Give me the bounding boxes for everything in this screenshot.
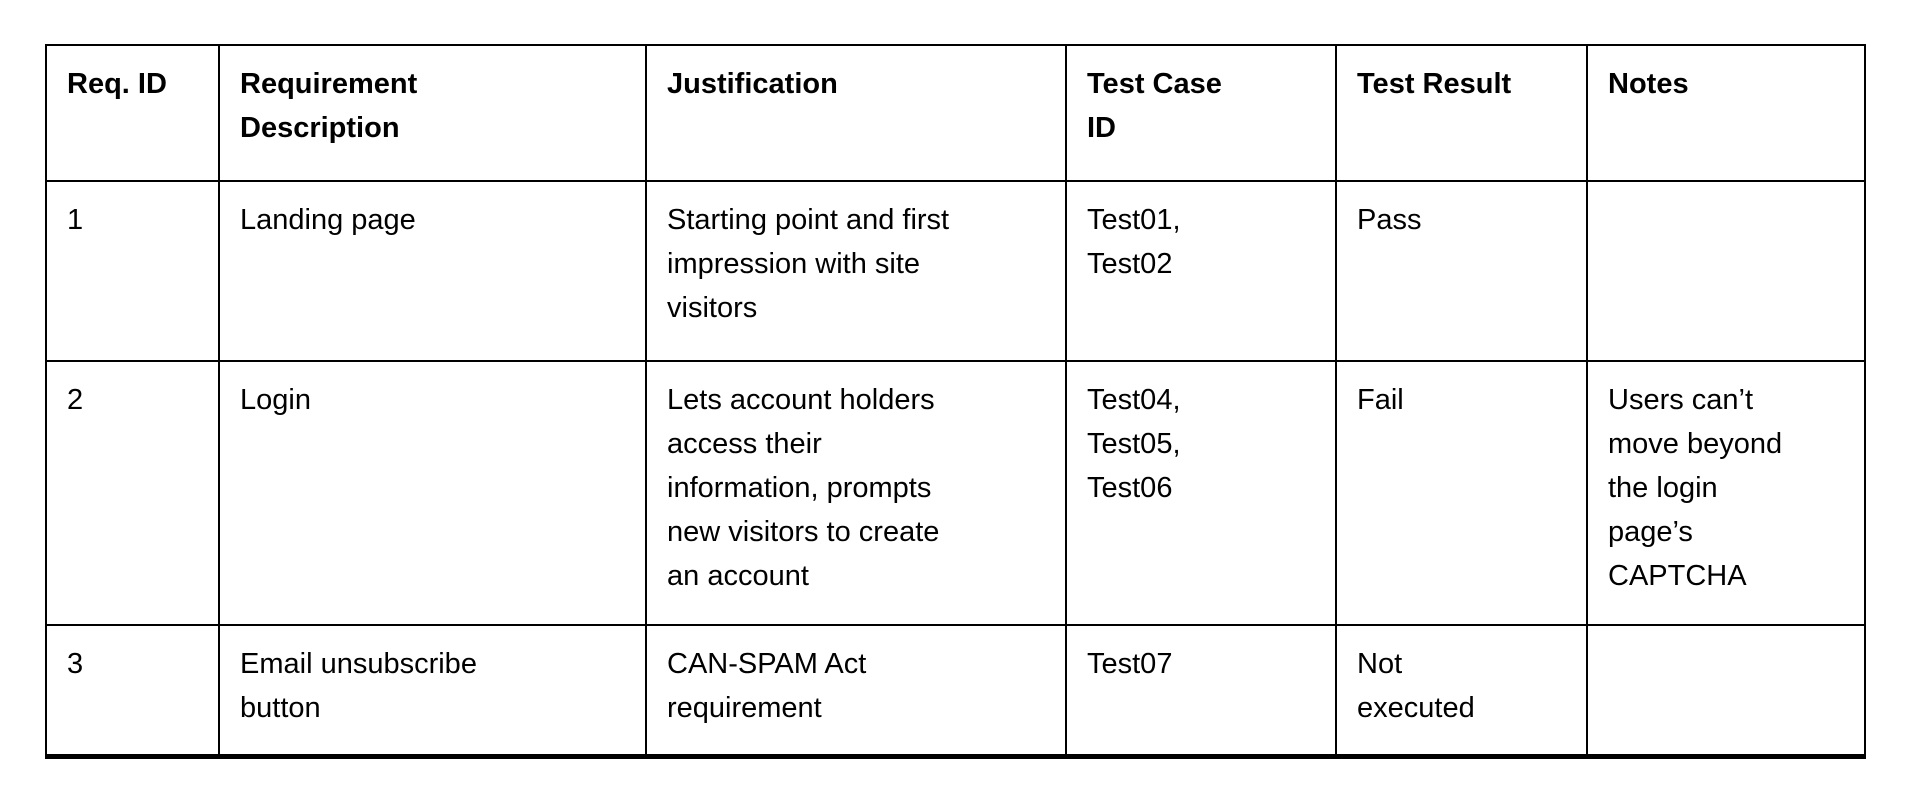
cell-notes: [1586, 180, 1866, 362]
header-requirement-description: Requirement Description: [218, 44, 647, 182]
cell-test-case-id: Test07: [1065, 624, 1337, 757]
cell-notes: [1586, 624, 1866, 757]
cell-justification: Lets account holders access their inform…: [645, 360, 1067, 626]
cell-test-case-id: Test01, Test02: [1065, 180, 1337, 362]
header-justification: Justification: [645, 44, 1067, 182]
cell-test-result: Fail: [1335, 360, 1588, 626]
cell-test-result: Pass: [1335, 180, 1588, 362]
cell-test-case-id: Test04, Test05, Test06: [1065, 360, 1337, 626]
table-row: 2 Login Lets account holders access thei…: [45, 360, 1866, 626]
cell-req-id: 1: [45, 180, 220, 362]
cell-justification: Starting point and first impression with…: [645, 180, 1067, 362]
table-header-row: Req. ID Requirement Description Justific…: [45, 44, 1866, 182]
cell-notes: Users can’t move beyond the login page’s…: [1586, 360, 1866, 626]
cell-requirement-description: Login: [218, 360, 647, 626]
header-test-result: Test Result: [1335, 44, 1588, 182]
cell-requirement-description: Landing page: [218, 180, 647, 362]
table-row: 1 Landing page Starting point and first …: [45, 180, 1866, 362]
cell-test-result: Not executed: [1335, 624, 1588, 757]
table-row: 3 Email unsubscribe button CAN-SPAM Act …: [45, 624, 1866, 757]
requirements-traceability-table: Req. ID Requirement Description Justific…: [45, 44, 1866, 759]
header-test-case-id: Test Case ID: [1065, 44, 1337, 182]
cell-justification: CAN-SPAM Act requirement: [645, 624, 1067, 757]
cell-requirement-description: Email unsubscribe button: [218, 624, 647, 757]
cell-req-id: 3: [45, 624, 220, 757]
header-req-id: Req. ID: [45, 44, 220, 182]
header-notes: Notes: [1586, 44, 1866, 182]
cell-req-id: 2: [45, 360, 220, 626]
